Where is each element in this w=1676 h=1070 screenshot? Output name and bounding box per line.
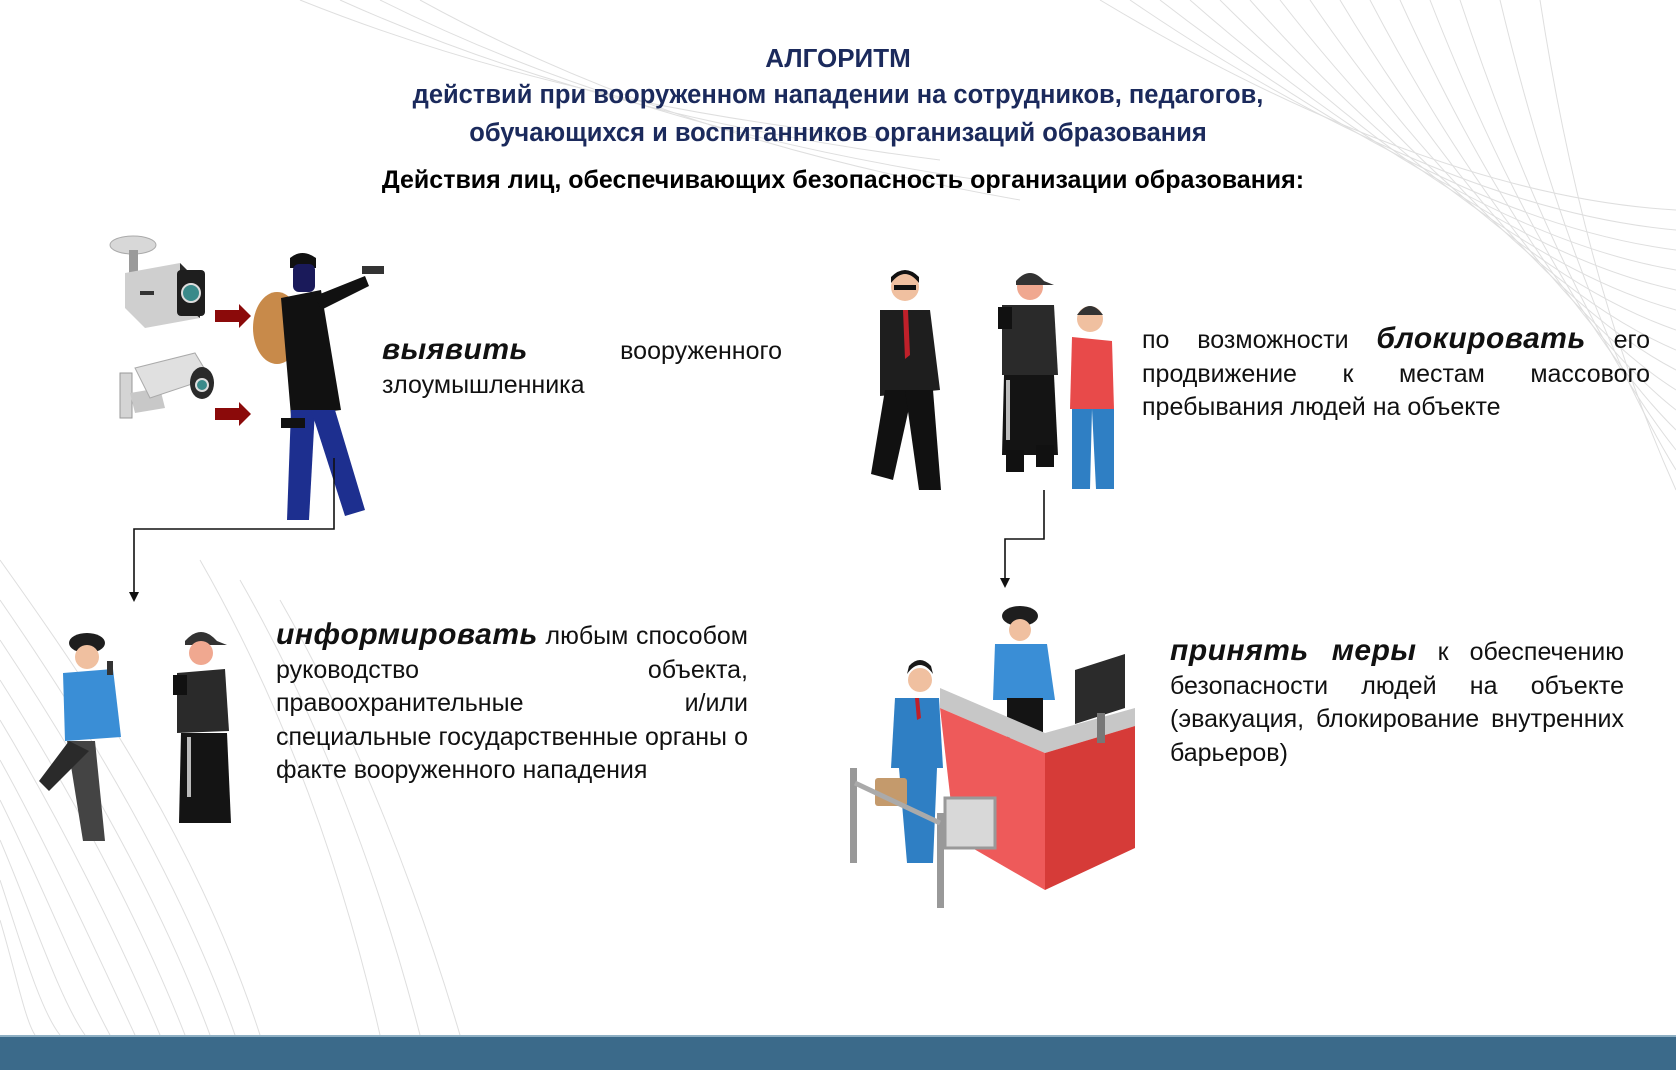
page-subtitle-line2: обучающихся и воспитанников организаций … [469, 119, 1207, 147]
step-block-verb: блокировать [1376, 322, 1586, 355]
step-detect-body: вооруженного злоумышленника [382, 337, 782, 399]
title-block: АЛГОРИТМ действий при вооруженном нападе… [0, 40, 1676, 152]
visitor-figure [1070, 306, 1114, 489]
computer-monitor-icon [1075, 654, 1125, 743]
detect-illustration [109, 235, 384, 520]
inform-illustration [39, 632, 231, 841]
security-guard-radio-figure [173, 632, 231, 823]
step-block-body: его продвижение к местам массового пребы… [1142, 326, 1650, 421]
step-inform-text: информировать любым способом руководство… [276, 618, 748, 788]
step-detect-verb: выявить [382, 333, 528, 366]
bodyguard-figure [871, 270, 941, 490]
step-detect-text: выявить вооруженного злоумышленника [382, 333, 782, 402]
step-act-text: принять меры к обеспечению безопасности … [1170, 634, 1624, 770]
section-heading: Действия лиц, обеспечивающих безопасност… [381, 166, 1305, 194]
arrow-down-icon [129, 592, 139, 602]
page-title: АЛГОРИТМ [765, 43, 911, 73]
arrow-right-icon [215, 402, 251, 426]
security-guard-figure [998, 273, 1058, 472]
woman-with-briefcase-figure [875, 660, 943, 863]
step-inform-body: любым способом руководство объекта, прав… [276, 622, 748, 784]
page-subtitle-line1: действий при вооруженном нападении на со… [412, 81, 1264, 109]
police-officer-radio-figure [39, 633, 121, 841]
cctv-camera-icon [119, 352, 214, 419]
step-block-text: по возможности блокировать его продвижен… [1142, 322, 1650, 425]
footer-bar [0, 1035, 1676, 1070]
step-act-verb: принять меры [1170, 634, 1417, 667]
act-illustration [850, 606, 1135, 908]
briefcase-icon [875, 778, 907, 806]
turnstile [850, 768, 997, 908]
arrow-right-icon [215, 304, 251, 328]
cctv-camera-icon [109, 235, 205, 328]
step-block-lead: по возможности [1142, 326, 1377, 354]
guard-at-desk-figure [993, 606, 1055, 738]
block-illustration [871, 270, 1114, 490]
armed-intruder-figure [253, 253, 384, 520]
arrow-down-icon [1000, 578, 1010, 588]
step-act-body: к обеспечению безопасности людей на объе… [1170, 638, 1624, 767]
step-inform-verb: информировать [276, 618, 538, 651]
